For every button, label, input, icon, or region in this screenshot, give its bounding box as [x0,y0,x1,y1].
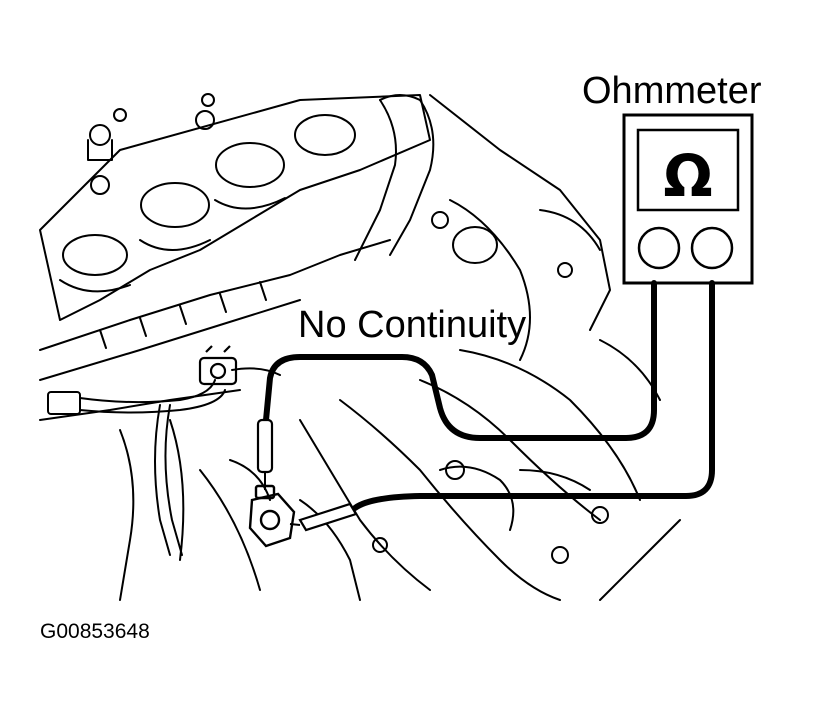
ohmmeter-body: Ω [622,113,754,285]
probe-right [298,502,358,532]
test-lead-left [263,280,657,441]
test-probes [256,418,358,532]
test-leads [263,280,715,511]
knock-sensor-connector-icon [248,484,296,548]
engine-block-lineart [39,93,681,601]
probe-left [256,418,274,474]
test-lead-right [352,280,715,511]
ohmmeter-label: Ohmmeter [582,70,762,112]
ohm-symbol-icon: Ω [663,142,712,210]
figure-id: G00853648 [40,620,150,643]
result-label: No Continuity [298,304,527,346]
harness-clip-icon [198,345,238,386]
